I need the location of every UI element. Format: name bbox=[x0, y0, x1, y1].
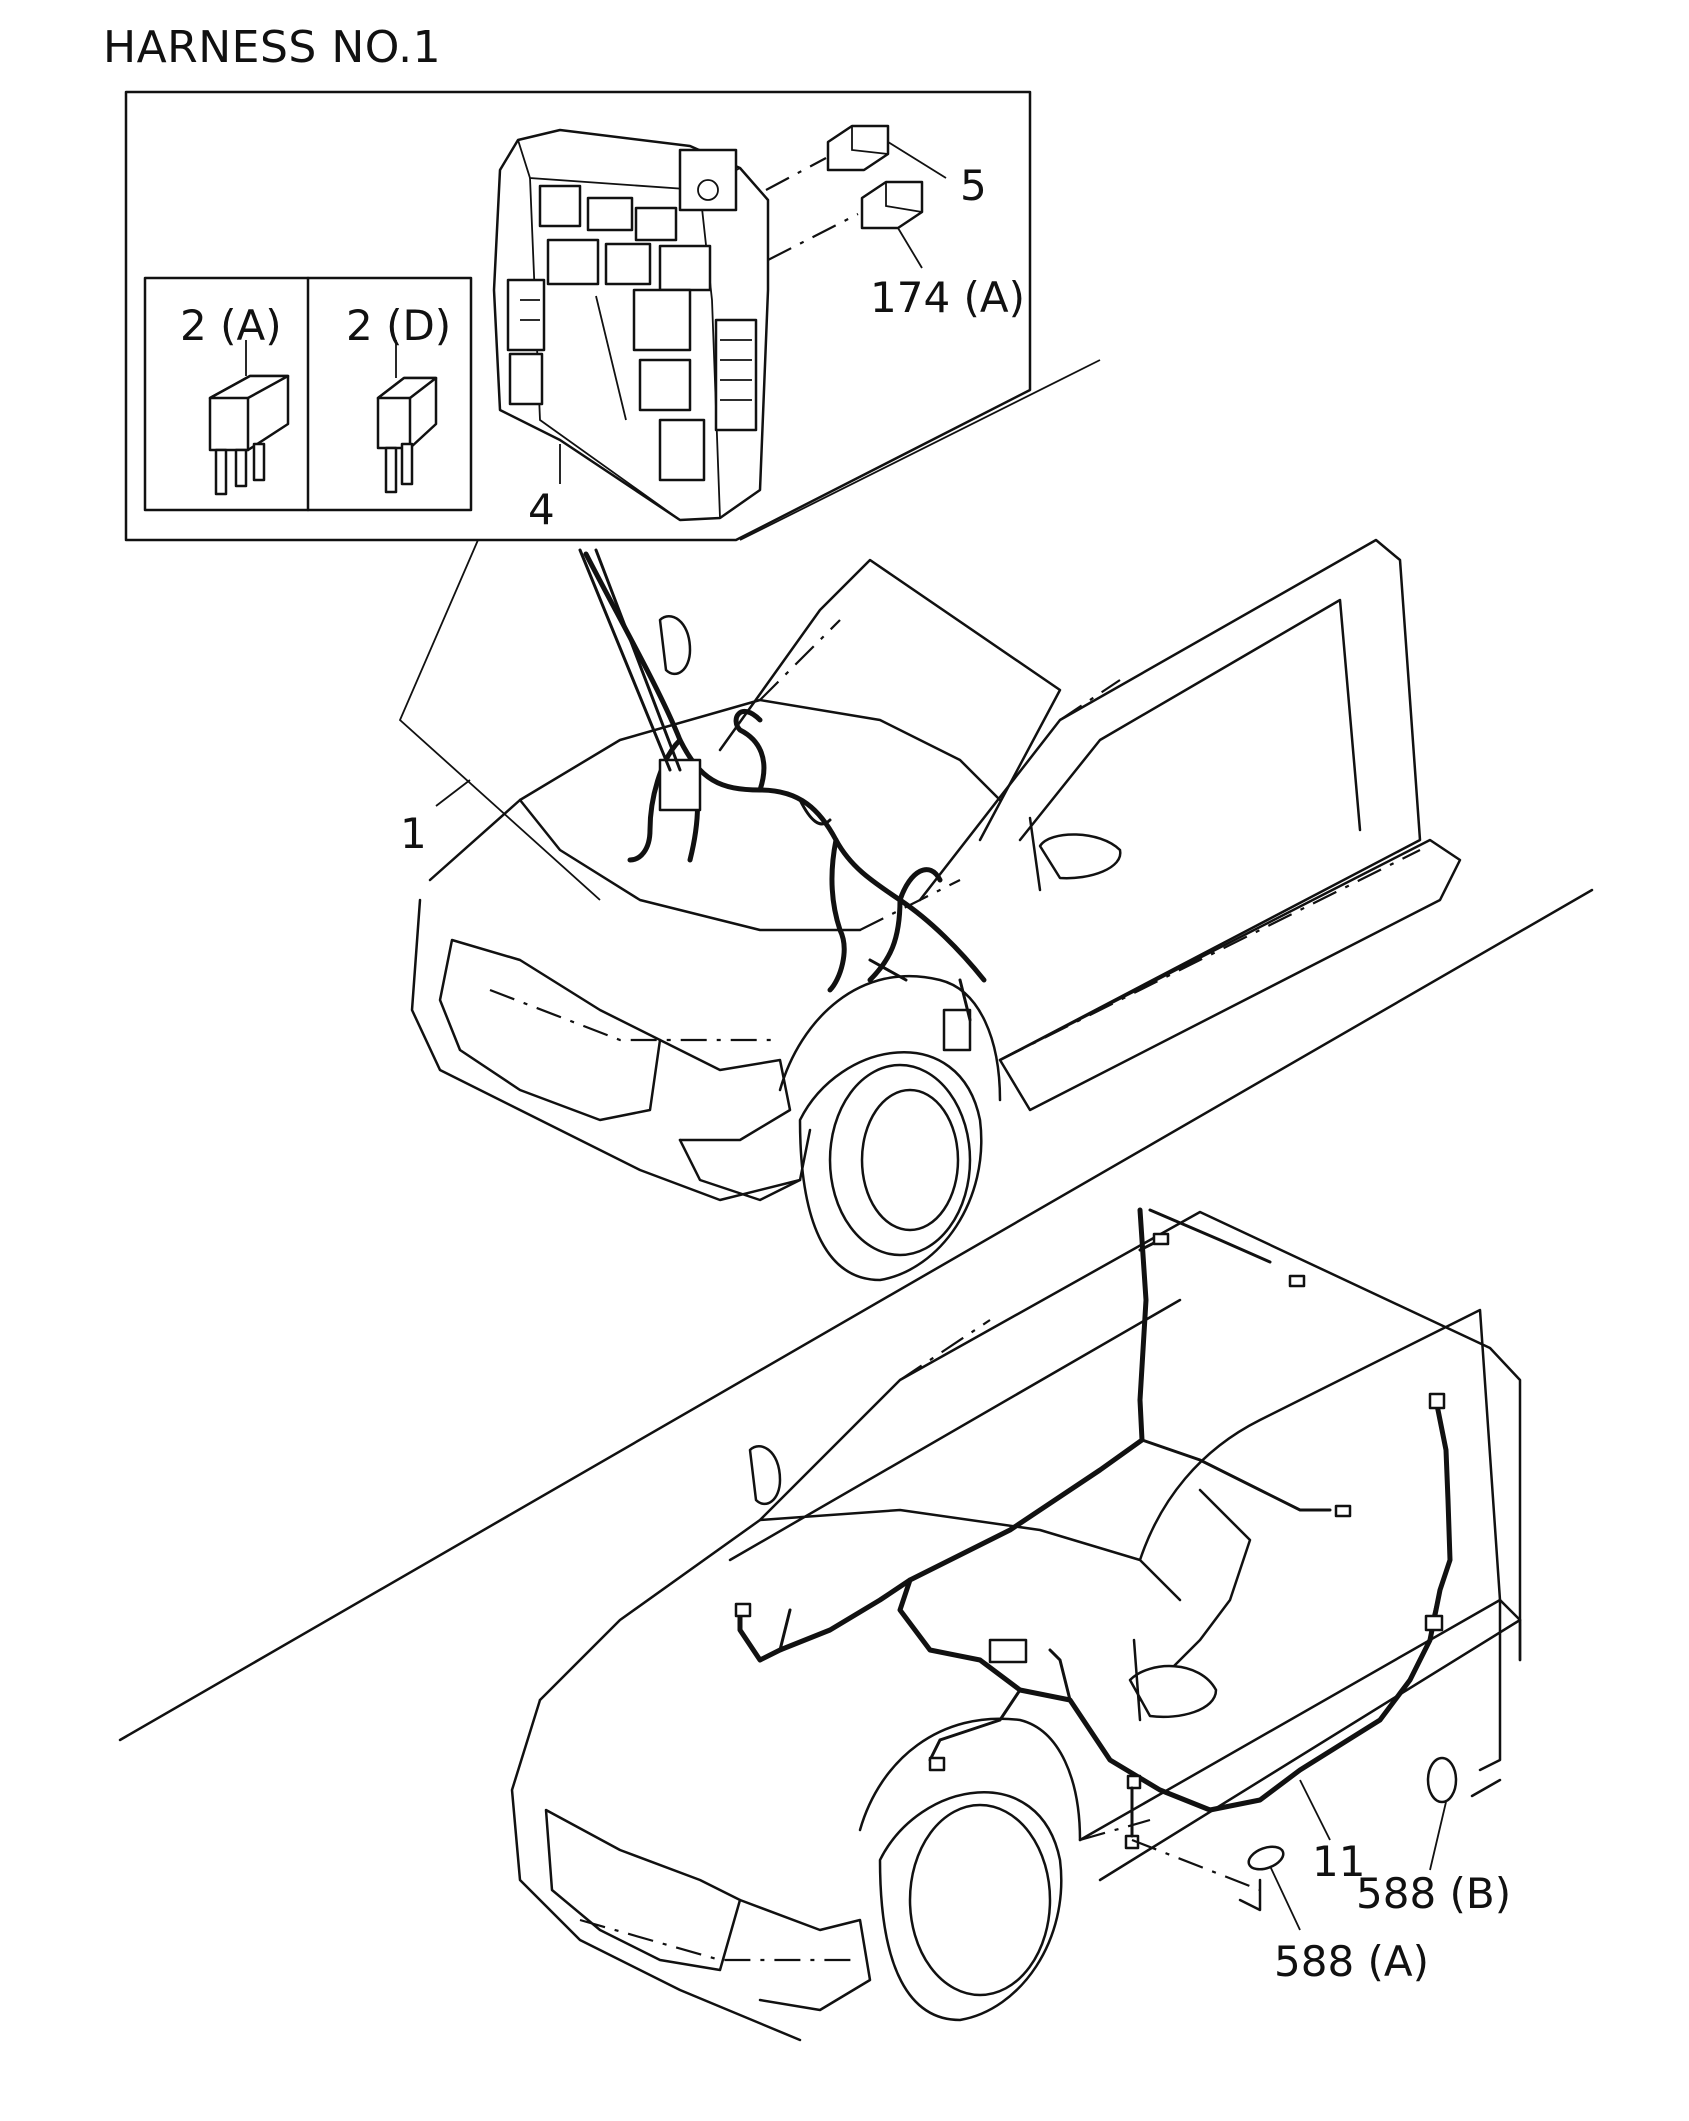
callout-4: 4 bbox=[528, 485, 555, 534]
grommet-588b[interactable] bbox=[1426, 1756, 1502, 1871]
relay-174a[interactable] bbox=[767, 180, 924, 269]
lower-vehicle-outline bbox=[510, 1210, 1522, 2042]
callout-11: 11 bbox=[1312, 1837, 1365, 1886]
inset-detail-frame bbox=[124, 90, 1032, 542]
leader-1 bbox=[435, 779, 471, 807]
grommet-588a[interactable] bbox=[1238, 1842, 1301, 1931]
inset-projection-lines bbox=[398, 359, 1101, 901]
section-divider bbox=[118, 888, 1594, 1742]
callout-588b: 588 (B) bbox=[1356, 1869, 1511, 1918]
page-title: HARNESS NO.1 bbox=[103, 22, 442, 73]
callout-1: 1 bbox=[400, 809, 427, 858]
upper-vehicle-outline bbox=[410, 538, 1462, 1282]
relay-2d[interactable] bbox=[376, 340, 438, 494]
relay-5[interactable] bbox=[765, 124, 947, 191]
relay-2a[interactable] bbox=[208, 340, 290, 496]
callout-5: 5 bbox=[960, 161, 987, 210]
body-harness-11[interactable] bbox=[734, 1207, 1453, 1892]
leader-11 bbox=[1299, 1779, 1331, 1841]
callout-2a: 2 (A) bbox=[180, 301, 282, 350]
callout-588a: 588 (A) bbox=[1274, 1937, 1429, 1986]
junction-block-4[interactable] bbox=[492, 128, 770, 522]
callout-174a: 174 (A) bbox=[870, 273, 1025, 322]
engine-harness-1[interactable] bbox=[578, 548, 987, 1052]
callout-2d: 2 (D) bbox=[346, 301, 451, 350]
